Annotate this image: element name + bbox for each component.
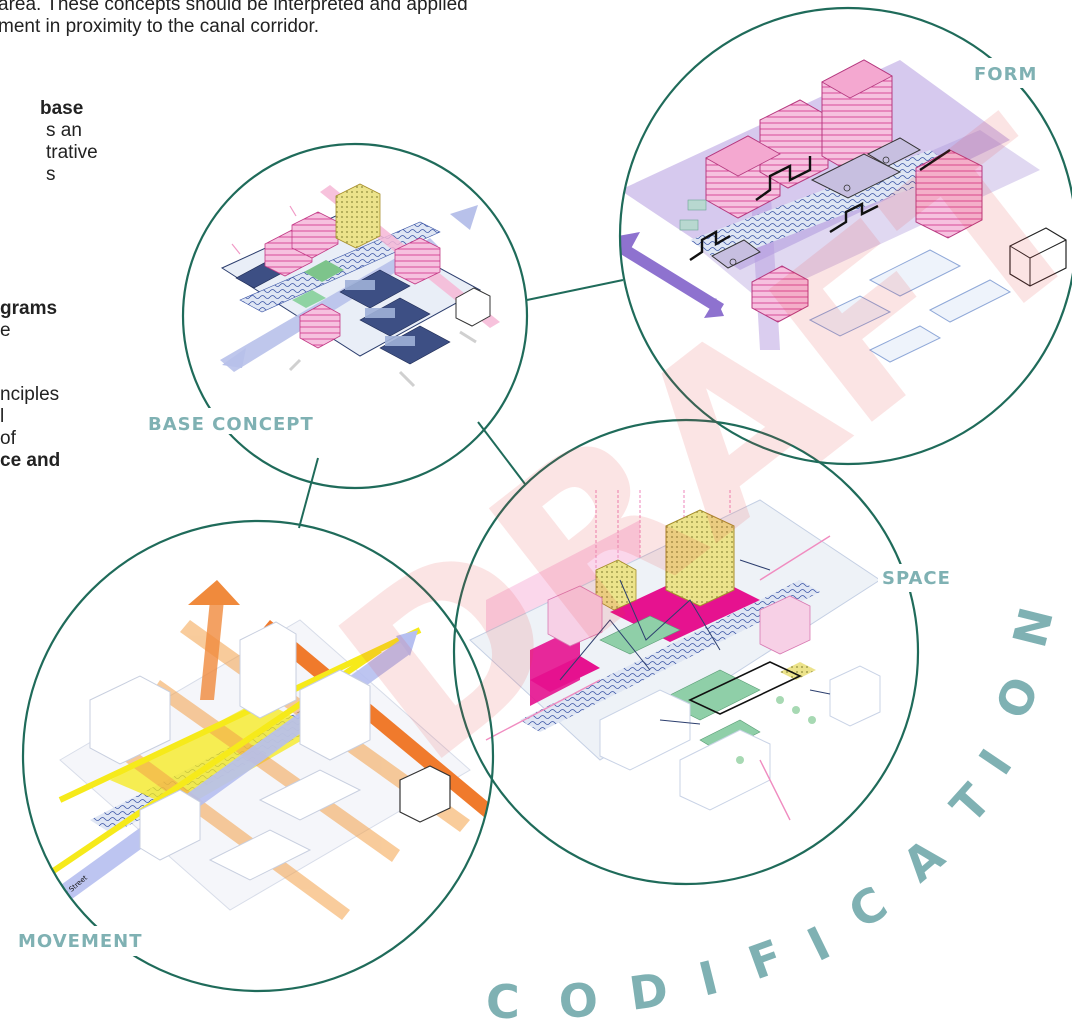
side-text-9: of [0, 428, 16, 449]
codification-letter-7: C [839, 876, 896, 940]
codification-letter-10: I [968, 740, 1022, 784]
connector-lines [298, 279, 624, 529]
side-text-4: s [46, 164, 56, 185]
form-illustration [620, 59, 1067, 363]
space-label: SPACE [882, 568, 951, 589]
movement-circle: To Lazy Street MOVEMENT [14, 519, 495, 993]
side-text-10: ce and [0, 450, 61, 471]
codification-letter-12: N [1002, 602, 1064, 652]
codification-letter-6: I [799, 916, 838, 972]
connector-base-space [477, 421, 526, 485]
movement-illustration: To Lazy Street [30, 580, 493, 920]
movement-label-bg [14, 926, 154, 956]
side-text-8: l [0, 406, 5, 427]
space-ring [452, 418, 920, 886]
form-label-bg [968, 58, 1036, 88]
space-illustration [469, 490, 881, 821]
intro-line-1: area. These concepts should be interpret… [0, 0, 468, 15]
base-concept-label: BASE CONCEPT [148, 414, 314, 435]
side-text-5: grams [0, 298, 58, 319]
base-concept-ring [181, 142, 529, 490]
codification-letter-2: O [557, 972, 600, 1029]
form-circle: FORM [618, 6, 1072, 466]
movement-label: MOVEMENT [18, 931, 143, 952]
space-label-bg [878, 564, 954, 592]
side-text-2: s an [46, 120, 82, 141]
codification-letter-11: O [985, 669, 1050, 727]
side-text-3: trative [46, 142, 98, 163]
codification-letter-9: T [940, 773, 1002, 833]
space-circle: SPACE [452, 418, 954, 886]
codification-letter-8: A [892, 828, 954, 893]
intro-line-2: ment in proximity to the canal corridor. [0, 16, 320, 37]
side-text-7: nciples [0, 384, 60, 405]
form-ring [618, 6, 1072, 466]
base-concept-circle: BASE CONCEPT [144, 142, 529, 490]
base-concept-label-bg [144, 408, 310, 434]
movement-ring [21, 519, 495, 993]
codification-letter-4: I [694, 950, 724, 1007]
side-text-1: base [40, 98, 84, 119]
form-label: FORM [974, 64, 1037, 85]
base-concept-illustration [220, 183, 500, 388]
codification-letter-5: F [741, 929, 789, 990]
connector-base-movement [298, 457, 319, 529]
side-text-6: e [0, 320, 11, 341]
codification-letter-3: D [626, 962, 671, 1021]
codification-letter-1: C [486, 975, 520, 1029]
connector-base-form [526, 279, 624, 301]
